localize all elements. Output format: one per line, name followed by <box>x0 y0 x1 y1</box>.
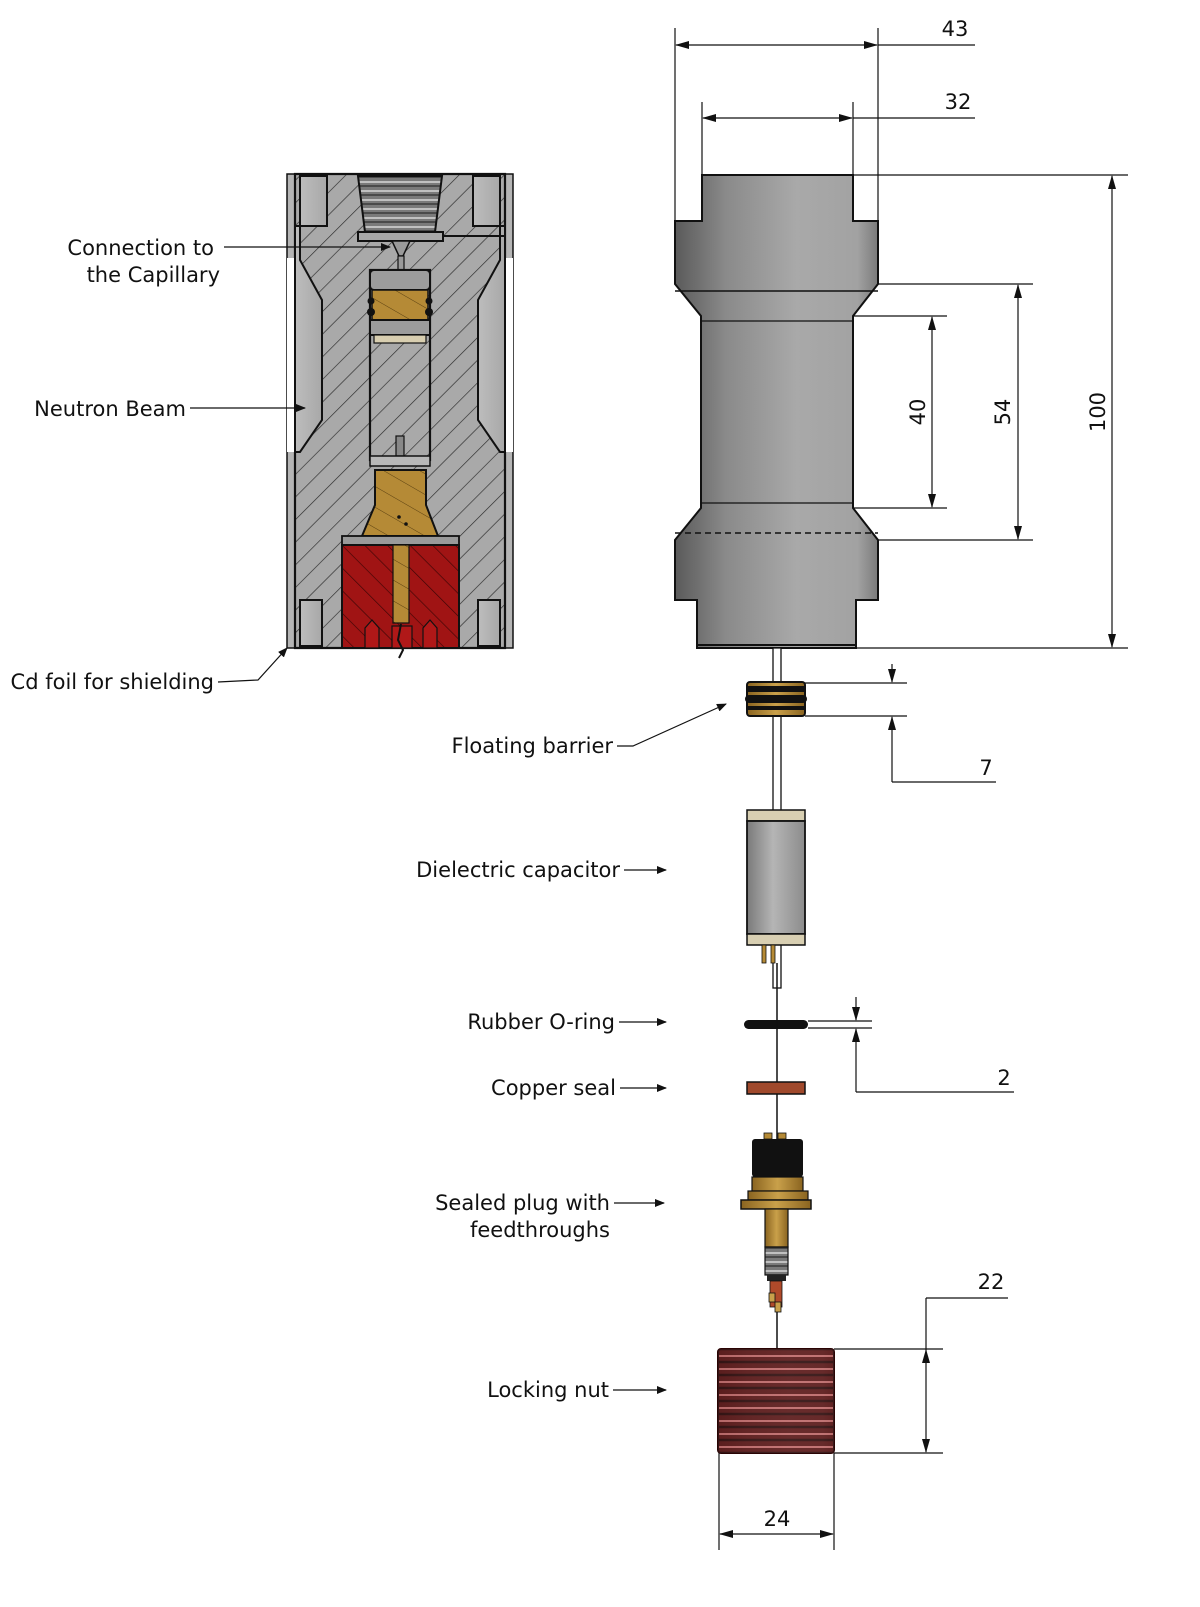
exploded-labels: Floating barrier Dielectric capacitor Ru… <box>416 703 727 1402</box>
label-neutron-beam: Neutron Beam <box>34 397 186 421</box>
dim-total-length: 100 <box>1086 392 1110 432</box>
leader-cd-foil <box>217 647 288 683</box>
section-labels: Connection to the Capillary Neutron Beam… <box>11 236 391 694</box>
dim-oring-thickness: 2 <box>997 1066 1010 1090</box>
bottom-pocket-right <box>477 599 501 647</box>
leader-floating-barrier <box>617 703 727 747</box>
label-plug-line2: feedthroughs <box>470 1218 610 1242</box>
dielectric-capacitor <box>746 809 806 964</box>
dim-barrier-thickness: 7 <box>979 756 992 780</box>
label-floating-barrier: Floating barrier <box>452 734 614 758</box>
label-locking-nut: Locking nut <box>487 1378 609 1402</box>
bottom-pocket-left <box>299 599 323 647</box>
dim-window-length: 40 <box>906 399 930 426</box>
top-pocket-right <box>472 175 501 227</box>
sealed-plug <box>740 1132 812 1350</box>
dim-nut-diameter: 24 <box>764 1507 791 1531</box>
dimensions: 43 32 100 54 40 7 2 <box>674 17 1128 1550</box>
label-copper-seal: Copper seal <box>491 1076 616 1100</box>
waist-left <box>294 225 323 453</box>
label-oring: Rubber O-ring <box>467 1010 615 1034</box>
capillary-thread <box>356 175 444 233</box>
piston-top <box>369 269 431 291</box>
label-cd-foil: Cd foil for shielding <box>11 670 214 694</box>
dim-nut-height: 22 <box>978 1270 1005 1294</box>
plug-flange <box>341 535 460 546</box>
label-plug-line1: Sealed plug with <box>435 1191 610 1215</box>
dim-waist-length: 54 <box>991 399 1015 426</box>
dim-inner-diameter: 32 <box>945 90 972 114</box>
label-capillary-line2: the Capillary <box>87 263 220 287</box>
capillary-seat <box>357 231 444 242</box>
waist-right <box>477 225 506 453</box>
copper-seal <box>746 1081 806 1095</box>
section-view <box>286 172 514 659</box>
label-capacitor: Dielectric capacitor <box>416 858 620 882</box>
rubber-oring <box>744 1020 808 1029</box>
brass-piston <box>371 289 429 321</box>
locking-nut <box>717 1348 835 1454</box>
dim-outer-diameter: 43 <box>942 17 969 41</box>
label-capillary-line1: Connection to <box>67 236 214 260</box>
floating-barrier <box>745 681 807 717</box>
cell-body-exterior <box>674 174 879 649</box>
top-pocket-left <box>299 175 328 227</box>
